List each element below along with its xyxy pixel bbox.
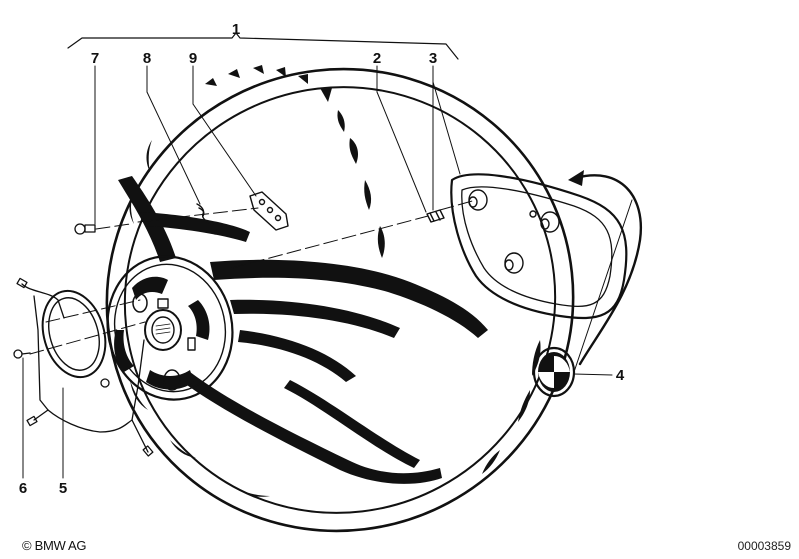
callout-5: 5 (58, 480, 68, 497)
contact-block-part-9 (249, 191, 289, 231)
callout-9: 9 (188, 50, 198, 67)
callout-7: 7 (90, 50, 100, 67)
copyright-notice: © BMW AG (22, 538, 87, 553)
callout-3: 3 (428, 50, 438, 67)
callout-1: 1 (231, 21, 241, 38)
callout-6: 6 (18, 480, 28, 497)
bolt-part-7 (74, 223, 96, 235)
spring-clip-part-8 (196, 203, 217, 235)
steering-wheel-rim (105, 65, 575, 533)
contact-ring (41, 289, 110, 388)
leader-lines (22, 65, 633, 479)
callout-2: 2 (372, 50, 382, 67)
rotation-arrow (568, 170, 643, 366)
screw-part-6 (13, 349, 31, 359)
bmw-emblem-part-4 (532, 346, 576, 398)
document-number: 00003859 (737, 539, 791, 553)
steering-wheel-spokes (118, 176, 488, 484)
callout-8: 8 (142, 50, 152, 67)
horn-pad-part-3 (450, 173, 628, 320)
steering-wheel-hub (106, 255, 234, 401)
callout-4: 4 (615, 367, 625, 384)
spacer-sleeve-part-2 (426, 209, 445, 223)
wiring-harness (16, 277, 154, 457)
assembly-lines (29, 199, 477, 355)
assembly-bracket (67, 32, 459, 60)
